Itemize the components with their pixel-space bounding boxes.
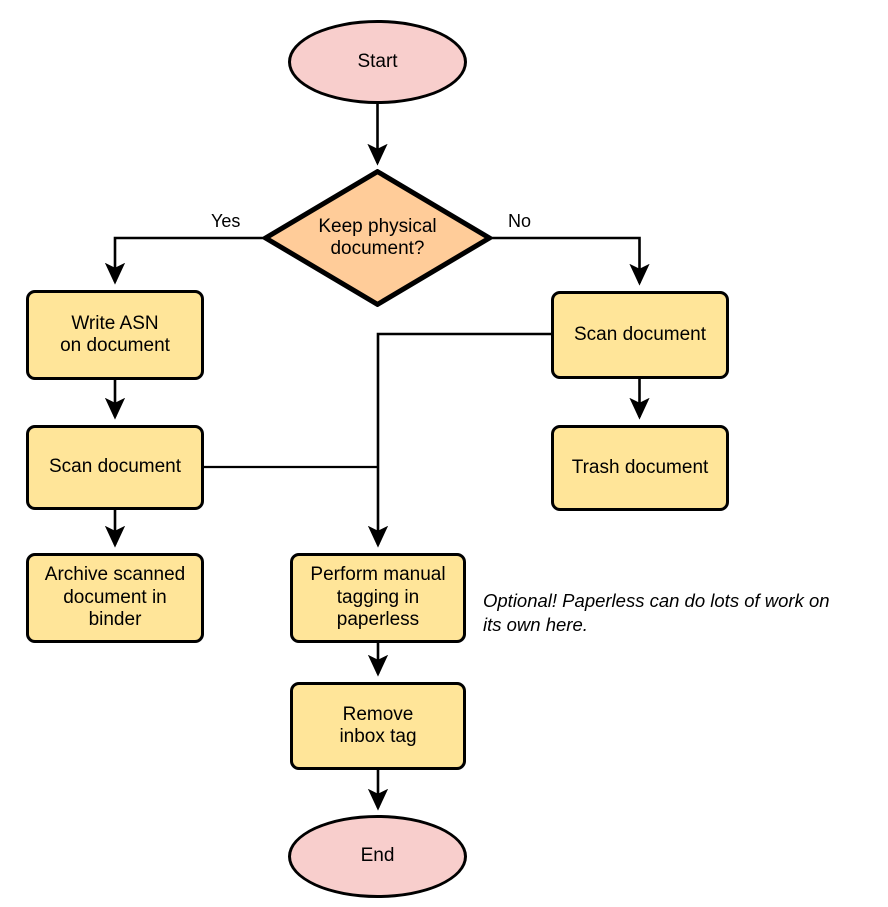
node-trash-document[interactable]: Trash document [551, 425, 729, 511]
node-decision-label: Keep physical document? [263, 216, 492, 261]
node-archive-scanned-document[interactable]: Archive scanned document in binder [26, 553, 204, 643]
edge-decision-yes-to-write-asn [104, 236, 265, 285]
annotation-line1: Optional! Paperless can do lots of work … [483, 590, 830, 611]
node-archive-label-line3: binder [88, 609, 142, 631]
node-perform-manual-tagging[interactable]: Perform manual tagging in paperless [290, 553, 466, 643]
node-remove-inbox-tag[interactable]: Remove inbox tag [290, 682, 466, 770]
node-manual-tagging-label-line1: Perform manual [310, 564, 446, 586]
annotation-optional-paperless: Optional! Paperless can do lots of work … [483, 589, 883, 638]
node-scan-document-left-label: Scan document [48, 456, 182, 478]
node-start[interactable]: Start [288, 20, 467, 104]
node-archive-label-line1: Archive scanned [44, 564, 186, 586]
node-end[interactable]: End [288, 815, 467, 898]
node-write-asn-label-line1: Write ASN [71, 312, 159, 334]
node-trash-document-label: Trash document [571, 456, 709, 478]
node-remove-inbox-label-line1: Remove [342, 703, 414, 725]
edge-decision-no-to-scan-right [490, 236, 650, 286]
node-end-label: End [360, 845, 395, 867]
node-archive-label: Archive scanned document in binder [45, 564, 185, 631]
node-archive-label-line2: document in [63, 586, 167, 608]
node-remove-inbox-label-line2: inbox tag [339, 726, 417, 747]
annotation-line2: its own here. [483, 614, 588, 636]
node-manual-tagging-label: Perform manual tagging in paperless [310, 564, 445, 631]
node-write-asn-label: Write ASN on document [60, 313, 170, 358]
node-manual-tagging-label-line2: tagging in [336, 586, 420, 608]
node-start-label: Start [357, 50, 398, 72]
node-scan-document-left[interactable]: Scan document [26, 425, 204, 510]
node-decision-label-line2: document? [330, 238, 425, 259]
node-write-asn-label-line2: on document [60, 335, 170, 356]
node-remove-inbox-label: Remove inbox tag [339, 704, 416, 749]
edge-label-no: No [508, 211, 532, 231]
node-scan-document-right[interactable]: Scan document [551, 291, 729, 379]
edge-label-yes: Yes [211, 211, 241, 231]
node-decision-label-line1: Keep physical [318, 215, 437, 237]
node-manual-tagging-label-line3: paperless [336, 609, 420, 631]
edge-scan-right-to-manual-tagging [367, 332, 551, 548]
node-write-asn-on-document[interactable]: Write ASN on document [26, 290, 204, 380]
decision-diamond-shape [263, 169, 492, 307]
node-scan-document-right-label: Scan document [573, 323, 707, 345]
node-decision-keep-physical-document[interactable]: Keep physical document? [263, 169, 492, 307]
